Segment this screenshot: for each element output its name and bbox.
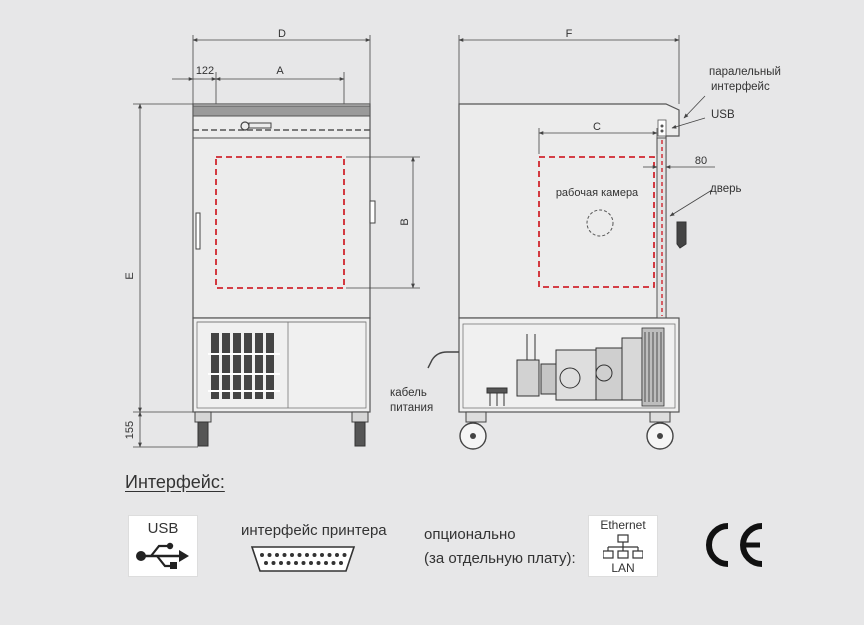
usb-icon xyxy=(136,542,189,569)
parallel-interface-line1: паралельный xyxy=(709,66,781,78)
side-chamber-outline xyxy=(538,156,655,288)
compressor-assembly xyxy=(486,334,643,406)
front-view: D 122 A B xyxy=(124,28,420,448)
caster-left xyxy=(459,411,487,450)
dimension-155-label: 155 xyxy=(124,421,136,439)
parallel-interface-line2: интерфейс xyxy=(711,81,770,93)
technical-drawing: D 122 A B xyxy=(124,28,781,450)
usb-port-callout: USB xyxy=(711,109,735,121)
optional-line1: опционально xyxy=(424,526,516,543)
dimension-d-label: D xyxy=(278,28,286,40)
dimension-e-label: E xyxy=(124,272,136,279)
caster-right xyxy=(646,411,674,450)
cable-callout-line1: кабель xyxy=(390,387,427,399)
power-cable xyxy=(427,351,459,369)
optional-note: опционально (за отдельную плату): xyxy=(424,523,576,571)
db25-connector-icon xyxy=(250,546,356,572)
usb-badge-label: USB xyxy=(147,520,179,537)
dimension-a-label: A xyxy=(276,65,284,77)
printer-interface-label: интерфейс принтера xyxy=(241,522,387,539)
network-icon xyxy=(603,534,643,559)
dimension-80-label: 80 xyxy=(695,155,707,167)
dimension-c-label: C xyxy=(593,121,601,133)
front-cabinet xyxy=(192,103,371,319)
dimension-b-label: B xyxy=(399,218,411,225)
dimension-122-label: 122 xyxy=(196,65,214,77)
usb-interface-badge: USB xyxy=(128,515,198,577)
ethernet-label: Ethernet xyxy=(600,518,646,532)
ce-mark xyxy=(706,523,763,567)
condenser-coil xyxy=(641,327,665,407)
interface-heading: Интерфейс: xyxy=(125,472,225,492)
side-cabinet xyxy=(458,103,680,319)
optional-line2: (за отдельную плату): xyxy=(424,550,576,567)
front-chamber-outline xyxy=(215,156,345,289)
side-view: F C рабочая камера 80 xyxy=(390,28,781,450)
cable-callout-line2: питания xyxy=(390,402,433,414)
dimension-f-label: F xyxy=(566,28,573,40)
door-callout: дверь xyxy=(710,183,741,195)
chamber-label: рабочая камера xyxy=(556,187,639,199)
ethernet-interface-badge: Ethernet LAN xyxy=(588,515,658,577)
vent-grille xyxy=(208,333,280,399)
lan-label: LAN xyxy=(611,561,635,575)
front-base-unit xyxy=(192,317,371,413)
